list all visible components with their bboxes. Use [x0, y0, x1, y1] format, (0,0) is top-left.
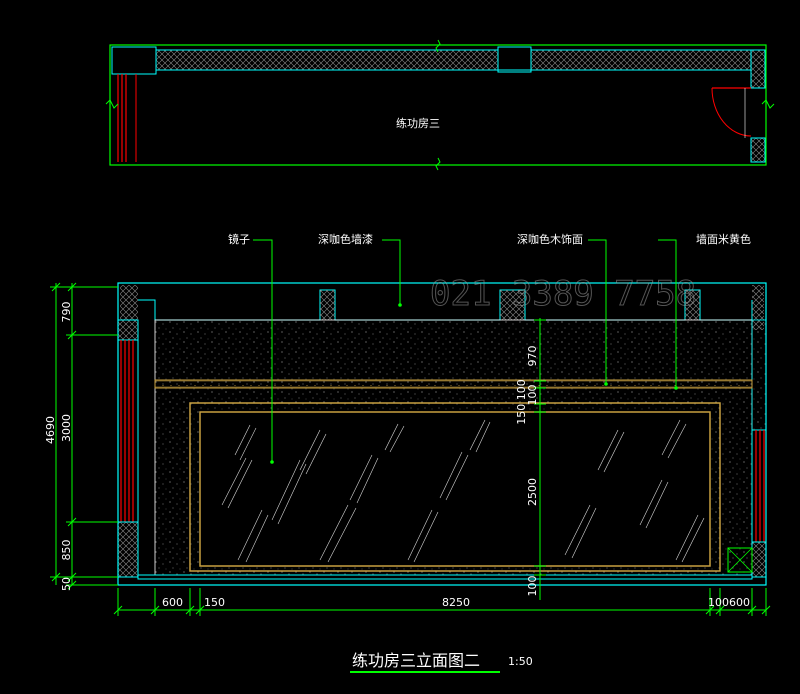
- dim-150: 150: [204, 596, 225, 609]
- inner-vertical-dimension: [534, 318, 546, 600]
- callout-mirror: 镜子: [228, 232, 250, 246]
- bottom-dimension-chain: [113, 588, 771, 616]
- plan-top-wall-left: [155, 49, 499, 71]
- elev-beam-block-2: [500, 290, 525, 320]
- plan-pillar-mid: [497, 46, 532, 73]
- elev-beam-block-3: [685, 290, 700, 320]
- plan-left-window: [117, 74, 137, 162]
- drawing-title: 练功房三立面图二: [352, 651, 480, 670]
- elev-corner-block-right: [752, 285, 764, 330]
- dim-150-100: 150 100: [515, 379, 528, 425]
- elev-skirting: [137, 574, 753, 580]
- elev-mirror: [199, 411, 711, 567]
- break-mark-left: [105, 99, 119, 109]
- break-mark-bottom: [435, 157, 441, 171]
- callout-coffee-wood: 深咖色木饰面: [517, 232, 583, 246]
- break-mark-top: [435, 39, 441, 53]
- plan-room-label: 练功房三: [396, 116, 440, 130]
- dim-3000: 3000: [60, 414, 73, 442]
- dim-850: 850: [60, 540, 73, 561]
- elev-access-panel: [727, 547, 753, 573]
- elev-corner-block-left: [120, 285, 138, 320]
- dim-8250: 8250: [442, 596, 470, 609]
- plan-inner-line: [136, 69, 752, 88]
- drawing-scale: 1:50: [508, 655, 533, 668]
- drawing-title-block: 练功房三立面图二 1:50: [350, 651, 533, 673]
- dim-970: 970: [526, 346, 539, 367]
- dim-100-top: 100: [526, 385, 539, 406]
- watermark-phone: 021 3389 7758: [430, 274, 696, 314]
- plan-outline: [109, 44, 767, 166]
- dim-2500: 2500: [526, 478, 539, 506]
- callout-leaders: [253, 239, 677, 462]
- plan-right-wall-bottom: [750, 137, 766, 163]
- elev-mirror-frame-outer: [189, 402, 721, 572]
- plan-door: [711, 87, 752, 138]
- dim-600-left: 600: [162, 596, 183, 609]
- callout-coffee-paint: 深咖色墙漆: [318, 232, 373, 246]
- dim-4690: 4690: [44, 416, 57, 444]
- elev-left-window: [117, 339, 139, 523]
- elevation-view: 镜子 深咖色墙漆 深咖色木饰面 墙面米黄色 021 3389 7758 970 …: [44, 232, 771, 616]
- dim-790: 790: [60, 302, 73, 323]
- elev-wood-band: [154, 379, 753, 389]
- dim-100-600: 100600: [708, 596, 750, 609]
- plan-pillar-left: [111, 46, 157, 75]
- dim-100-bottom: 100: [526, 576, 539, 597]
- plan-top-wall-right: [530, 49, 752, 71]
- plan-right-wall-top: [750, 49, 766, 89]
- mirror-reflection-lines: [221, 419, 705, 563]
- elev-beam-block-1: [320, 290, 335, 320]
- left-dimension-chain: [50, 282, 118, 590]
- callout-beige-wall: 墙面米黄色: [696, 232, 751, 246]
- break-mark-right: [761, 99, 775, 109]
- plan-view: 练功房三: [105, 39, 775, 171]
- dim-50: 50: [60, 577, 73, 591]
- elev-right-window: [751, 429, 767, 543]
